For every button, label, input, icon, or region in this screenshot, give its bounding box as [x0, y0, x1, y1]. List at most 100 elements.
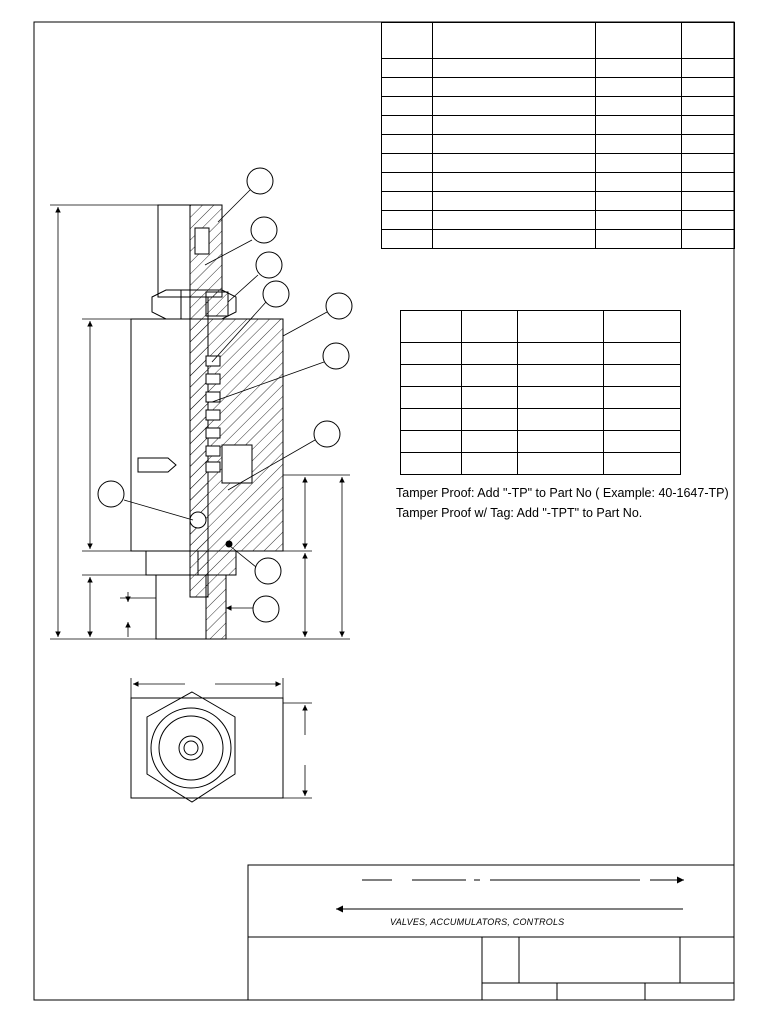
- lock-nut: [151, 289, 237, 320]
- table-cell: [681, 191, 735, 211]
- table-row: [399, 342, 682, 365]
- table-row: [381, 210, 735, 230]
- table-cell: [595, 134, 683, 154]
- table-cell: [461, 310, 518, 343]
- table-cell: [461, 408, 518, 431]
- table-cell: [516, 408, 604, 431]
- table-cell: [602, 386, 682, 409]
- table-cell: [595, 96, 683, 116]
- table-cell: [461, 386, 518, 409]
- table-row: [381, 134, 735, 154]
- table-cell: [681, 77, 735, 97]
- table-cell: [595, 77, 683, 97]
- table-cell: [381, 77, 433, 97]
- table-cell: [595, 172, 683, 192]
- dimension-table: [399, 310, 682, 475]
- callout-balloon: [97, 480, 125, 508]
- table-cell: [431, 115, 597, 135]
- table-cell: [431, 172, 597, 192]
- table-cell: [595, 58, 683, 78]
- table-row: [381, 229, 735, 249]
- table-cell: [431, 22, 597, 59]
- table-cell: [602, 342, 682, 365]
- title-block-arrows: [336, 876, 684, 913]
- section-view: [130, 204, 284, 640]
- table-cell: [399, 430, 463, 453]
- table-cell: [681, 153, 735, 173]
- table-cell: [681, 172, 735, 192]
- table-cell: [399, 386, 463, 409]
- table-row: [381, 22, 735, 59]
- table-row: [399, 386, 682, 409]
- callout-balloon: [255, 251, 283, 279]
- table-cell: [399, 364, 463, 387]
- callout-balloon: [313, 420, 341, 448]
- table-cell: [595, 153, 683, 173]
- table-cell: [681, 229, 735, 249]
- table-cell: [431, 77, 597, 97]
- table-cell: [461, 364, 518, 387]
- top-view-dimensions: [130, 678, 312, 799]
- callout-balloon: [254, 557, 282, 585]
- table-cell: [461, 430, 518, 453]
- callout-balloon: [252, 595, 280, 623]
- table-cell: [602, 452, 682, 475]
- table-cell: [381, 96, 433, 116]
- top-view-hex: [146, 691, 236, 803]
- table-cell: [461, 452, 518, 475]
- table-cell: [399, 310, 463, 343]
- table-row: [381, 115, 735, 135]
- callout-balloons: [97, 167, 353, 623]
- callout-balloon: [325, 292, 353, 320]
- table-cell: [681, 134, 735, 154]
- table-row: [399, 430, 682, 453]
- parts-list-table: [381, 22, 735, 249]
- table-cell: [595, 191, 683, 211]
- top-view-body: [130, 697, 284, 799]
- table-row: [399, 364, 682, 387]
- dimension-lines: [50, 204, 350, 640]
- table-row: [381, 58, 735, 78]
- table-cell: [681, 58, 735, 78]
- table-cell: [516, 386, 604, 409]
- tamper-proof-note: Tamper Proof: Add "-TP" to Part No ( Exa…: [396, 486, 729, 500]
- table-cell: [602, 408, 682, 431]
- table-cell: [516, 430, 604, 453]
- table-cell: [399, 342, 463, 365]
- table-cell: [681, 115, 735, 135]
- table-row: [381, 191, 735, 211]
- table-cell: [516, 364, 604, 387]
- callout-balloon: [322, 342, 350, 370]
- table-cell: [431, 58, 597, 78]
- seat-ball: [189, 511, 207, 529]
- table-cell: [381, 191, 433, 211]
- table-cell: [595, 210, 683, 230]
- table-cell: [602, 364, 682, 387]
- leader-lines: [123, 189, 328, 611]
- table-row: [399, 310, 682, 343]
- table-cell: [461, 342, 518, 365]
- table-cell: [681, 96, 735, 116]
- table-cell: [381, 58, 433, 78]
- table-row: [381, 153, 735, 173]
- table-row: [381, 77, 735, 97]
- table-cell: [381, 229, 433, 249]
- table-cell: [399, 452, 463, 475]
- table-cell: [516, 452, 604, 475]
- table-cell: [431, 210, 597, 230]
- callout-balloon: [250, 216, 278, 244]
- table-cell: [595, 229, 683, 249]
- table-cell: [381, 172, 433, 192]
- table-cell: [381, 153, 433, 173]
- table-cell: [681, 210, 735, 230]
- title-block-company-line: VALVES, ACCUMULATORS, CONTROLS: [390, 917, 565, 927]
- table-cell: [595, 115, 683, 135]
- flow-arrow: [137, 457, 177, 473]
- table-cell: [681, 22, 735, 59]
- table-cell: [431, 153, 597, 173]
- table-row: [381, 172, 735, 192]
- callout-balloon: [262, 280, 290, 308]
- table-cell: [431, 229, 597, 249]
- table-cell: [595, 22, 683, 59]
